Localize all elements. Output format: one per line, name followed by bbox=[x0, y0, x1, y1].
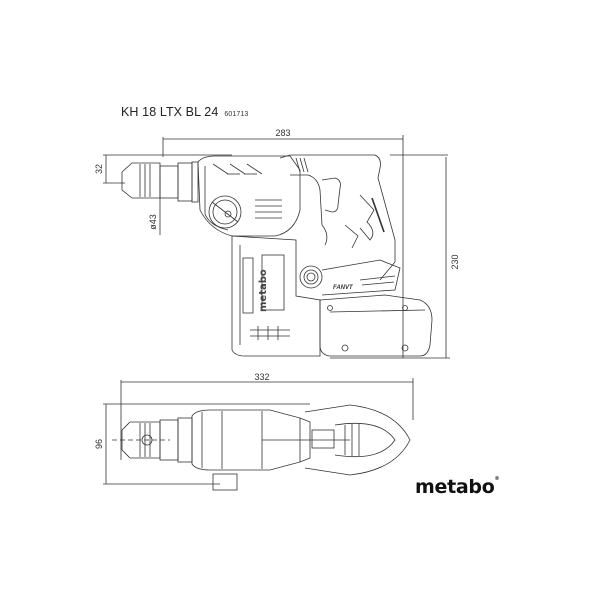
dim-96-label: 96 bbox=[94, 439, 104, 449]
battery-label: FANVT bbox=[333, 285, 354, 291]
housing-brand-label: metabo bbox=[258, 269, 269, 312]
dim-283-label: 283 bbox=[275, 128, 290, 138]
dim-230-label: 230 bbox=[450, 254, 460, 269]
article-number: 601713 bbox=[224, 111, 249, 118]
brand-logo-text: metabo bbox=[415, 476, 495, 498]
model-name: KH 18 LTX BL 24 bbox=[121, 105, 219, 119]
dim-332-label: 332 bbox=[254, 372, 269, 382]
trademark-symbol: ® bbox=[494, 476, 500, 482]
model-title: KH 18 LTX BL 24 601713 bbox=[121, 105, 248, 119]
dim-32-label: 32 bbox=[94, 164, 104, 174]
dim-43-label: ø43 bbox=[148, 214, 158, 230]
brand-logo: metabo® bbox=[415, 476, 499, 498]
